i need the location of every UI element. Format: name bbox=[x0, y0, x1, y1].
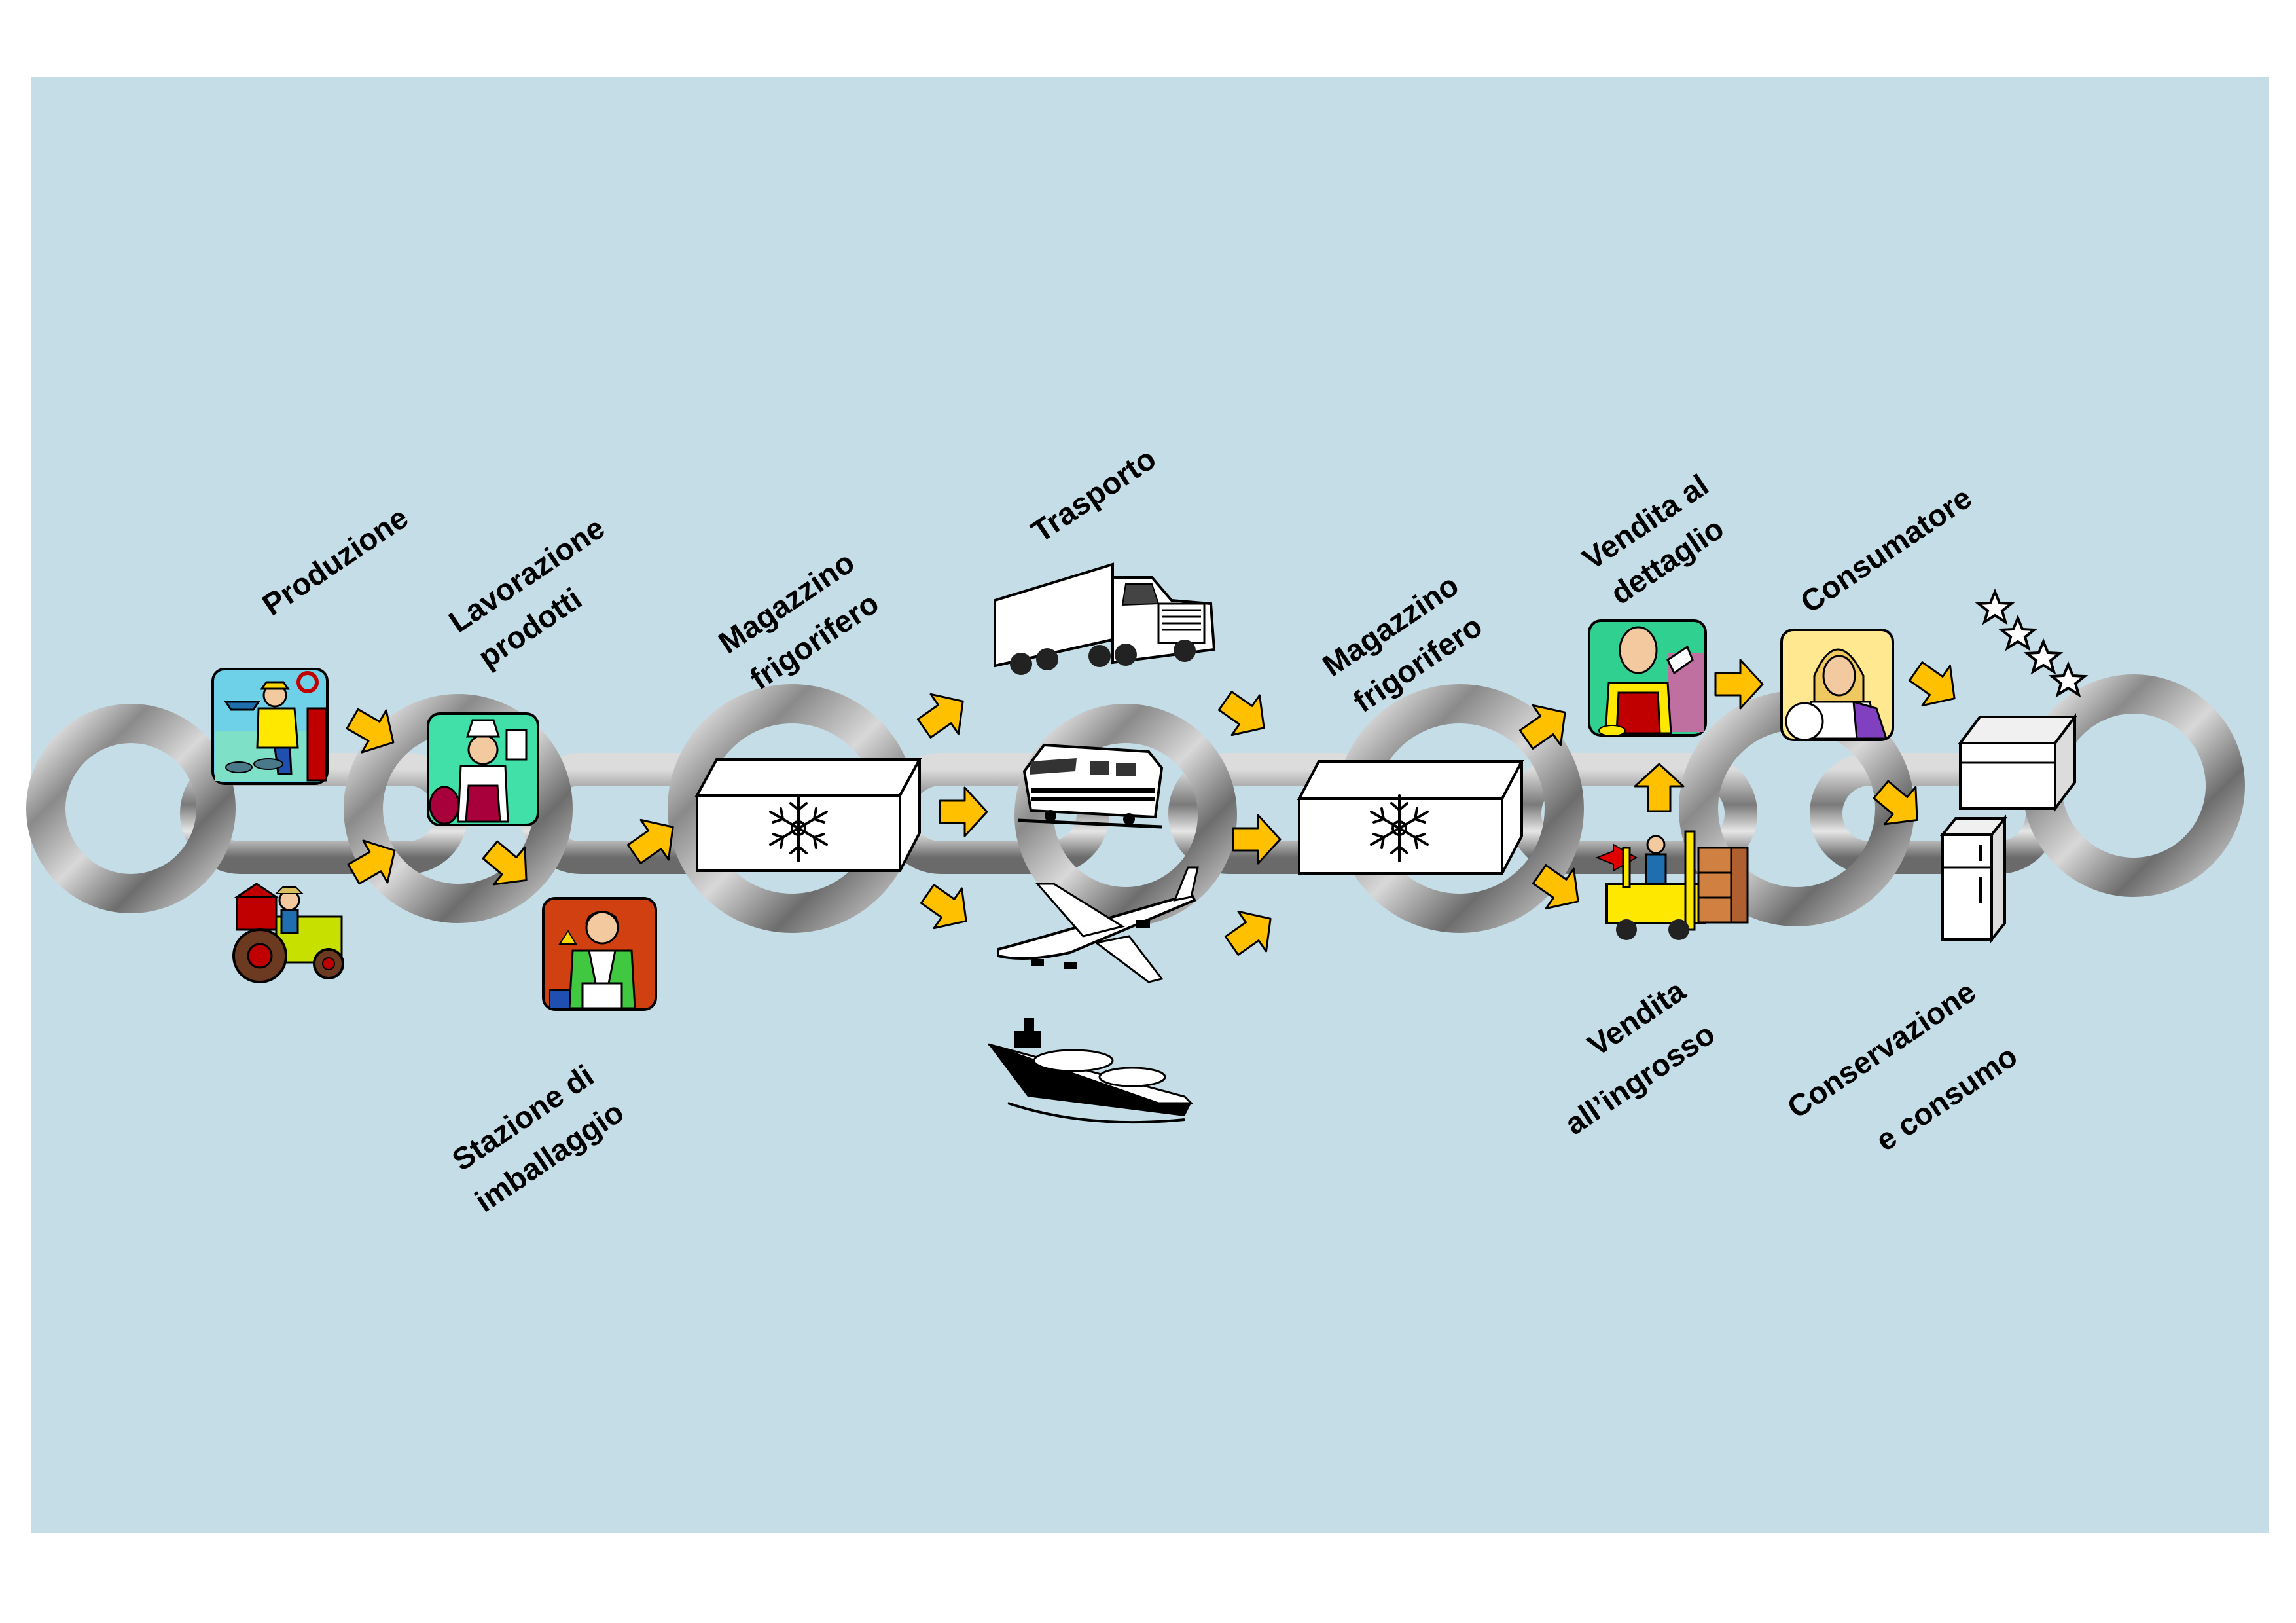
star-rating-icon bbox=[1975, 588, 2089, 698]
cold-store-box-1 bbox=[694, 758, 922, 872]
flow-arrow bbox=[912, 873, 981, 942]
truck-icon bbox=[994, 562, 1216, 675]
label-produzione: Produzione bbox=[256, 500, 414, 622]
retailer-icon bbox=[1588, 619, 1707, 737]
label-consumatore: Consumatore bbox=[1794, 480, 1978, 619]
flow-arrow bbox=[1901, 650, 1969, 720]
consumer-icon bbox=[1780, 629, 1894, 741]
cold-store-box-2 bbox=[1297, 760, 1524, 875]
chest-freezer-icon bbox=[1958, 713, 2077, 812]
farmer-tractor-icon bbox=[232, 883, 344, 983]
refrigerator-icon bbox=[1939, 814, 2008, 943]
star-icon bbox=[2048, 661, 2089, 698]
star-icon bbox=[1975, 588, 2015, 625]
flow-arrow bbox=[909, 680, 978, 750]
airplane-icon bbox=[997, 866, 1199, 983]
ship-icon bbox=[988, 1018, 1194, 1124]
packing-worker-icon bbox=[542, 897, 657, 1011]
flow-arrow bbox=[939, 786, 988, 837]
flow-arrow bbox=[1210, 680, 1279, 749]
train-icon bbox=[1017, 743, 1164, 829]
star-icon bbox=[2023, 638, 2064, 675]
flow-arrow bbox=[1217, 898, 1285, 967]
label-trasporto: Trasporto bbox=[1025, 441, 1162, 549]
butcher-icon bbox=[427, 712, 539, 826]
fisherman-icon bbox=[211, 668, 329, 785]
forklift-icon bbox=[1595, 830, 1749, 940]
star-icon bbox=[1998, 614, 2038, 651]
